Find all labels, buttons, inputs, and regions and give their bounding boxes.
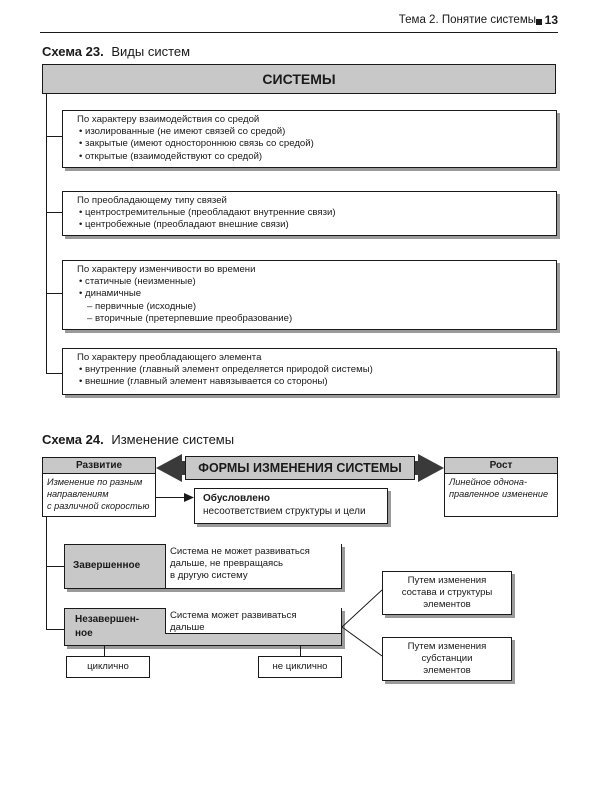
- header-square-icon: [536, 19, 542, 25]
- systems-title: СИСТЕМЫ: [262, 71, 336, 87]
- conditioned-title: Обусловлено: [203, 493, 270, 504]
- conditioned-connector: [156, 497, 186, 498]
- arrow-right-head: [418, 454, 444, 482]
- cyclic-label: циклично: [87, 661, 129, 672]
- forms-title: ФОРМЫ ИЗМЕНЕНИЯ СИСТЕМЫ: [198, 461, 402, 475]
- list-item: центростремительные (преобладают внутрен…: [77, 207, 556, 219]
- completed-desc-line: в другую систему: [170, 570, 248, 582]
- incomplete-label-line: ное: [75, 628, 93, 639]
- list-item: закрытые (имеют одностороннюю связь со с…: [77, 138, 556, 150]
- path-substance-line: субстанции: [421, 653, 473, 665]
- connector-2: [46, 212, 62, 213]
- systems-title-box: СИСТЕМЫ: [42, 64, 556, 94]
- arrow-right-icon: [184, 493, 194, 502]
- path-structure-line: Путем изменения: [407, 575, 487, 586]
- group-variability: По характеру изменчивости во времени ста…: [62, 260, 557, 330]
- scheme24-spine: [46, 517, 47, 629]
- growth-title: Рост: [445, 458, 557, 474]
- development-desc: Изменение по разным направлениям с разли…: [43, 474, 155, 512]
- development-box: Развитие Изменение по разным направления…: [42, 457, 156, 517]
- group-title: По преобладающему типу связей: [77, 195, 227, 206]
- scheme24-title: Изменение системы: [111, 432, 235, 447]
- completed-box: Завершенное Система не может развиваться…: [64, 544, 342, 589]
- path-substance-line: элементов: [423, 665, 471, 677]
- completed-desc-line: Система не может развиваться: [170, 546, 310, 557]
- list-item: статичные (неизменные): [77, 276, 556, 288]
- incomplete-label: Незавершен- ное: [75, 613, 139, 641]
- list-item: открытые (взаимодействуют со средой): [77, 151, 556, 163]
- group-title: По характеру преобладающего элемента: [77, 352, 262, 363]
- header-topic: Тема 2. Понятие системы: [398, 14, 536, 26]
- incomplete-desc-line: Система может развиваться: [170, 610, 297, 621]
- completed-desc-line: дальше, не превращаясь: [170, 558, 284, 570]
- conditioned-desc: несоответствием структуры и цели: [203, 506, 366, 517]
- incomplete-desc-line: дальше: [170, 622, 205, 634]
- completed-connector: [46, 566, 64, 567]
- branch-line-up: [341, 589, 383, 628]
- path-structure-line: состава и структуры: [401, 587, 493, 599]
- completed-label: Завершенное: [73, 560, 141, 571]
- list-item: центробежные (преобладают внешние связи): [77, 219, 556, 231]
- path-structure-line: элементов: [423, 599, 471, 611]
- list-item: внешние (главный элемент навязывается со…: [77, 376, 556, 388]
- sub-list-item: первичные (исходные): [77, 301, 556, 313]
- cyclic-connector: [104, 646, 105, 656]
- path-structure-box: Путем изменения состава и структуры элем…: [382, 571, 512, 615]
- forms-title-box: ФОРМЫ ИЗМЕНЕНИЯ СИСТЕМЫ: [185, 456, 415, 480]
- incomplete-connector: [46, 629, 64, 630]
- growth-desc-line: Линейное однона-: [449, 477, 528, 487]
- scheme23-caption: Схема 23. Виды систем: [42, 44, 190, 59]
- growth-desc: Линейное однона- правленное изменение: [445, 474, 557, 500]
- growth-box: Рост Линейное однона- правленное изменен…: [444, 457, 558, 517]
- growth-desc-line: правленное изменение: [449, 489, 549, 499]
- scheme24-label: Схема 24.: [42, 432, 104, 447]
- completed-desc: Система не может развиваться дальше, не …: [165, 544, 341, 588]
- arrow-left-head: [156, 454, 182, 482]
- development-desc-line: направлениям: [47, 489, 109, 499]
- path-substance-box: Путем изменения субстанции элементов: [382, 637, 512, 681]
- connector-3: [46, 293, 62, 294]
- page-number: 13: [544, 13, 558, 27]
- scheme23-title: Виды систем: [111, 44, 191, 59]
- list-item: динамичные: [77, 288, 556, 300]
- group-links: По преобладающему типу связей центростре…: [62, 191, 557, 236]
- scheme23-spine: [46, 94, 47, 373]
- incomplete-label-line: Незавершен-: [75, 614, 140, 625]
- noncyclic-connector: [300, 646, 301, 656]
- sub-list-item: вторичные (претерпевшие преобразование): [77, 313, 556, 325]
- scheme24-caption: Схема 24. Изменение системы: [42, 432, 234, 447]
- noncyclic-label: не циклично: [272, 661, 328, 672]
- development-desc-line: с различной скоростью: [47, 501, 150, 511]
- page-header: Тема 2. Понятие системы 13: [40, 10, 558, 33]
- development-title: Развитие: [43, 458, 155, 474]
- connector-4: [46, 373, 62, 374]
- incomplete-desc: Система может развиваться дальше: [165, 608, 341, 634]
- branch-line-down: [341, 626, 383, 657]
- path-branch-lines: [341, 589, 383, 657]
- group-interaction: По характеру взаимодействия со средой из…: [62, 110, 557, 168]
- cyclic-box: циклично: [66, 656, 150, 678]
- development-desc-line: Изменение по разным: [47, 477, 143, 487]
- group-title: По характеру изменчивости во времени: [77, 264, 256, 275]
- connector-1: [46, 136, 62, 137]
- group-title: По характеру взаимодействия со средой: [77, 114, 260, 125]
- incomplete-box: Незавершен- ное Система может развиватьс…: [64, 608, 342, 646]
- list-item: внутренние (главный элемент определяется…: [77, 364, 556, 376]
- noncyclic-box: не циклично: [258, 656, 342, 678]
- scheme23-label: Схема 23.: [42, 44, 104, 59]
- list-item: изолированные (не имеют связей со средой…: [77, 126, 556, 138]
- path-substance-line: Путем изменения: [407, 641, 487, 652]
- conditioned-box: Обусловлено несоответствием структуры и …: [194, 488, 388, 524]
- group-element: По характеру преобладающего элемента вну…: [62, 348, 557, 395]
